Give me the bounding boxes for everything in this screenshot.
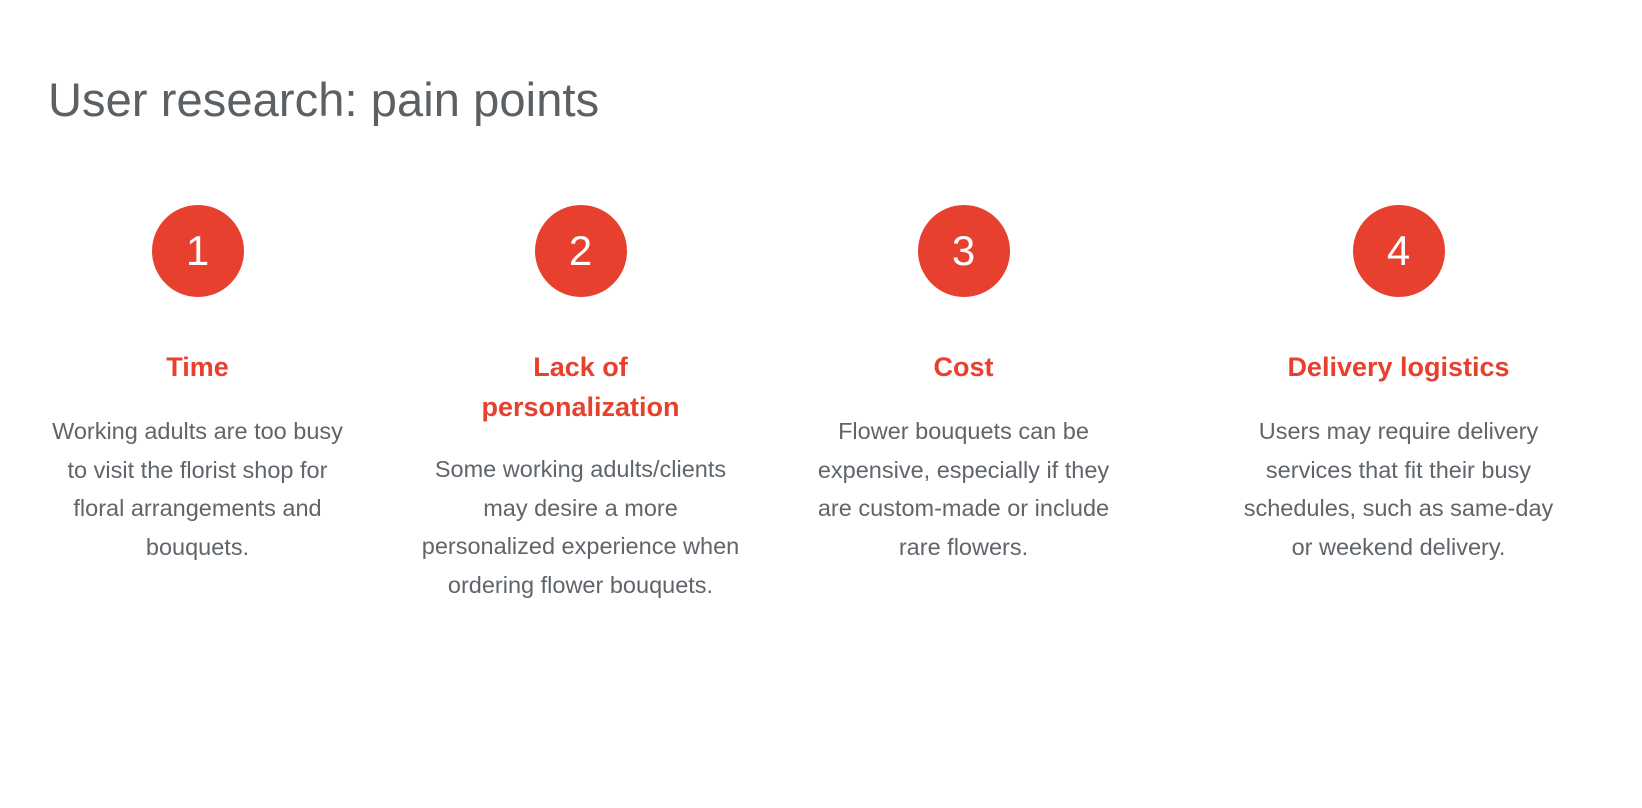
pain-point-card-list: 1 Time Working adults are too busy to vi… xyxy=(0,205,1642,604)
pain-point-title: Time xyxy=(166,352,229,382)
pain-point-number-badge: 1 xyxy=(151,205,244,297)
pain-point-number-badge: 4 xyxy=(1352,205,1445,297)
pain-point-description: Flower bouquets can be expensive, especi… xyxy=(817,418,1110,560)
page-title: User research: pain points xyxy=(48,73,600,126)
pain-point-card: 3 Cost Flower bouquets can be expensive,… xyxy=(770,205,1155,566)
pain-point-title: Cost xyxy=(933,352,994,382)
pain-point-description: Some working adults/clients may desire a… xyxy=(421,456,740,598)
pain-point-card: 1 Time Working adults are too busy to vi… xyxy=(0,205,385,566)
pain-point-card: 4 Delivery logistics Users may require d… xyxy=(1155,205,1642,566)
pain-point-description: Working adults are too busy to visit the… xyxy=(52,418,343,560)
pain-point-card: 2 Lack of personalization Some working a… xyxy=(385,205,770,604)
pain-point-number-badge: 2 xyxy=(534,205,627,297)
pain-point-title: Lack of personalization xyxy=(481,352,680,422)
pain-point-title: Delivery logistics xyxy=(1287,352,1510,382)
pain-point-description: Users may require delivery services that… xyxy=(1243,418,1554,560)
pain-point-number-badge: 3 xyxy=(917,205,1010,297)
